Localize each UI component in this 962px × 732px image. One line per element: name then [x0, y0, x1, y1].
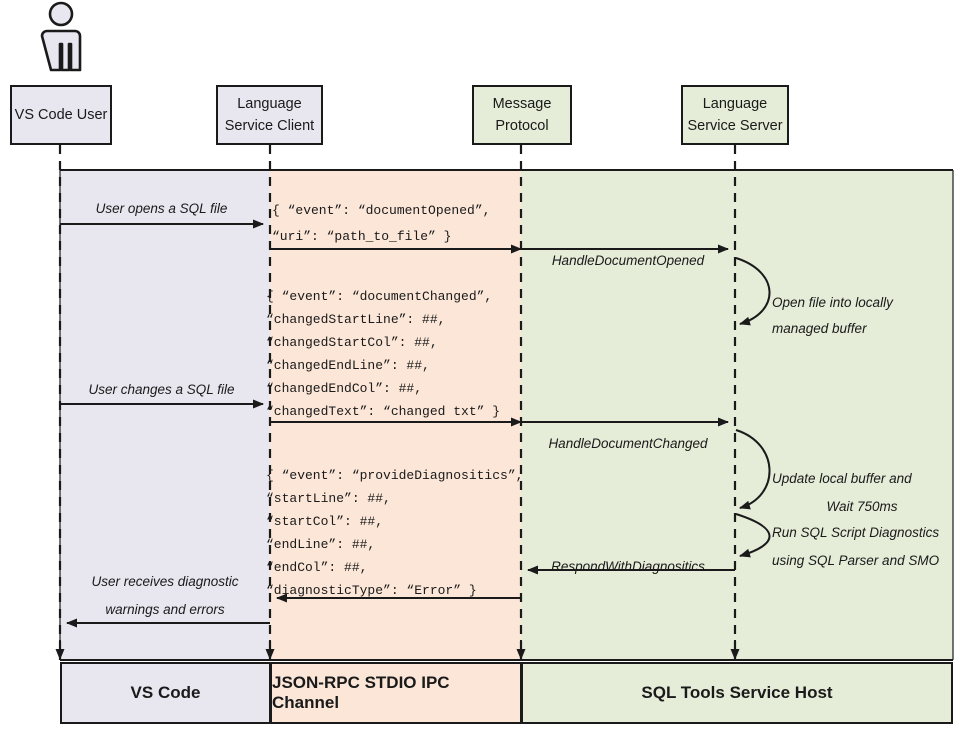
message-label-handle-document-changed: HandleDocumentChanged: [548, 436, 708, 451]
self-call-note-open-file-line1: Open file into locally: [772, 295, 893, 310]
payload-line: “diagnosticType”: “Error” }: [266, 583, 477, 598]
payload-line: “changedStartLine”: ##,: [266, 312, 446, 327]
message-label-user-changes: User changes a SQL file: [88, 382, 235, 397]
payload-line: “changedEndCol”: ##,: [266, 381, 423, 396]
band-region-ipc: [270, 170, 521, 660]
participant-box-msg-protocol[interactable]: Message Protocol: [472, 85, 572, 145]
payload-line: “startLine”: ##,: [266, 491, 391, 506]
self-call-note-run-diagnostics-line2: using SQL Parser and SMO: [772, 553, 940, 568]
payload-line: “changedEndLine”: ##,: [266, 358, 430, 373]
payload-line: { “event”: “provideDiagnositics”,: [266, 468, 524, 483]
message-label-user-receives-line2: warnings and errors: [105, 602, 225, 617]
participant-label-line1: VS Code User: [14, 106, 108, 123]
self-call-update-wait-arrow: [735, 429, 771, 510]
message-label-user-opens: User opens a SQL file: [95, 201, 228, 216]
lifeline-terminator-arrows: [55, 640, 740, 660]
message-label-respond-with-diagnostics: RespondWithDiagnositics: [551, 559, 705, 574]
band-label-text: JSON-RPC STDIO IPC Channel: [272, 673, 450, 712]
participant-box-vscode-user[interactable]: VS Code User: [10, 85, 112, 145]
participant-label-line2: Service Server: [687, 118, 783, 134]
message-label-user-receives-line1: User receives diagnostic: [91, 574, 239, 589]
payload-line: { “event”: “documentOpened”,: [272, 203, 491, 218]
self-call-note-open-file-line2: managed buffer: [772, 321, 867, 336]
band-label-vscode[interactable]: VS Code: [60, 662, 271, 724]
participant-label-line1: Message: [492, 95, 552, 112]
participant-label-line2: Protocol: [495, 118, 549, 134]
participant-label-line2: Service Client: [224, 118, 315, 134]
participant-box-lang-server[interactable]: Language Service Server: [681, 85, 789, 145]
payload-line: “endCol”: ##,: [266, 560, 368, 575]
participant-label-line1: Language: [237, 95, 302, 112]
self-call-note-run-diagnostics-line1: Run SQL Script Diagnostics: [772, 525, 940, 540]
band-label-ipc-channel[interactable]: JSON-RPC STDIO IPC Channel: [270, 662, 522, 724]
band-label-service-host[interactable]: SQL Tools Service Host: [521, 662, 953, 724]
self-call-open-file-arrow: [735, 257, 771, 326]
payload-line: “endLine”: ##,: [266, 537, 376, 552]
self-call-run-diagnostics-arrow: [735, 513, 771, 558]
band-region-vscode: [60, 170, 270, 660]
self-call-note-update-wait-line2: Wait 750ms: [826, 499, 898, 514]
message-label-handle-document-opened: HandleDocumentOpened: [551, 253, 705, 268]
stick-figure-user-icon: [40, 1, 82, 72]
payload-line: “startCol”: ##,: [266, 514, 384, 529]
band-label-text: VS Code: [130, 683, 201, 702]
participant-label-line1: Language: [702, 95, 768, 112]
payload-line: “uri”: “path_to_file” }: [272, 229, 452, 244]
payload-line: “changedText”: “changed txt” }: [266, 404, 501, 419]
self-call-note-update-wait-line1: Update local buffer and: [772, 471, 912, 486]
payload-line: { “event”: “documentChanged”,: [266, 289, 493, 304]
band-label-text: SQL Tools Service Host: [641, 683, 833, 702]
band-region-host: [521, 170, 953, 660]
payload-line: “changedStartCol”: ##,: [266, 335, 438, 350]
participant-box-lang-client[interactable]: Language Service Client: [216, 85, 323, 145]
